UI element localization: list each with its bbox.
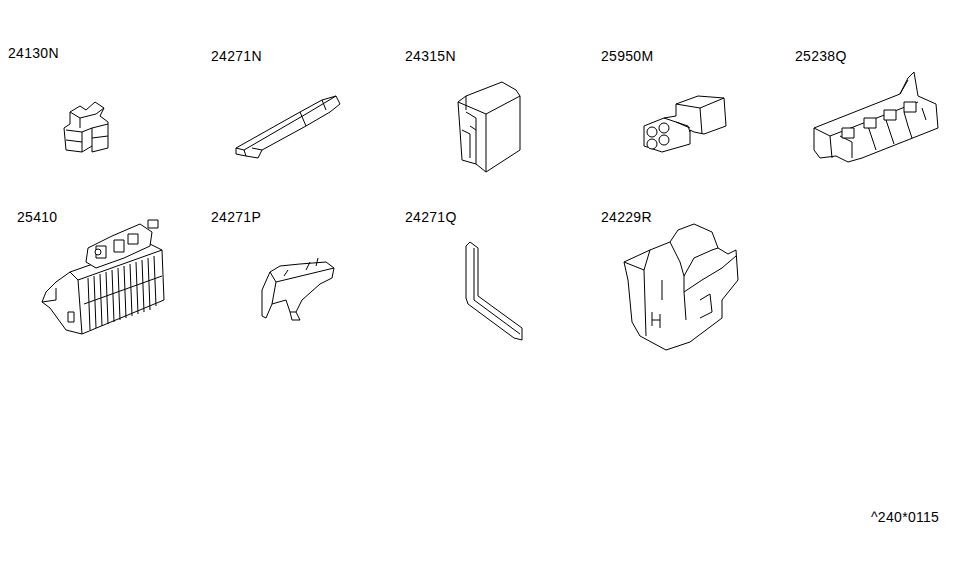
fuse-block-part	[42, 220, 164, 334]
label-slot: 24271Q	[405, 208, 457, 226]
label-slot: ^240*0115	[871, 508, 939, 526]
label-slot: 25410	[17, 208, 57, 226]
part-number: 25238Q	[795, 48, 847, 64]
connector-part	[644, 96, 726, 152]
part-number: 24315N	[405, 48, 456, 64]
connector-part	[64, 102, 108, 152]
relay-bracket-part	[814, 72, 938, 162]
drawing-code: ^240*0115	[871, 509, 939, 525]
part-number: 24229R	[601, 209, 652, 225]
label-slot: 24271P	[211, 208, 261, 226]
strip-part	[466, 242, 522, 340]
label-slot: 25238Q	[795, 47, 847, 65]
part-number: 25410	[17, 209, 57, 225]
part-number: 25950M	[601, 48, 653, 64]
bracket-part	[236, 96, 340, 158]
part-number: 24271N	[211, 48, 262, 64]
part-number: 24271Q	[405, 209, 457, 225]
label-slot: 25950M	[601, 47, 653, 65]
part-number: 24130N	[8, 45, 59, 61]
label-slot: 24271N	[211, 47, 262, 65]
holder-part	[624, 224, 738, 350]
label-slot: 24229R	[601, 208, 652, 226]
cover-part	[458, 82, 520, 172]
bracket-part	[262, 258, 334, 320]
label-slot: 24130N	[8, 44, 59, 62]
label-slot: 24315N	[405, 47, 456, 65]
part-number: 24271P	[211, 209, 261, 225]
